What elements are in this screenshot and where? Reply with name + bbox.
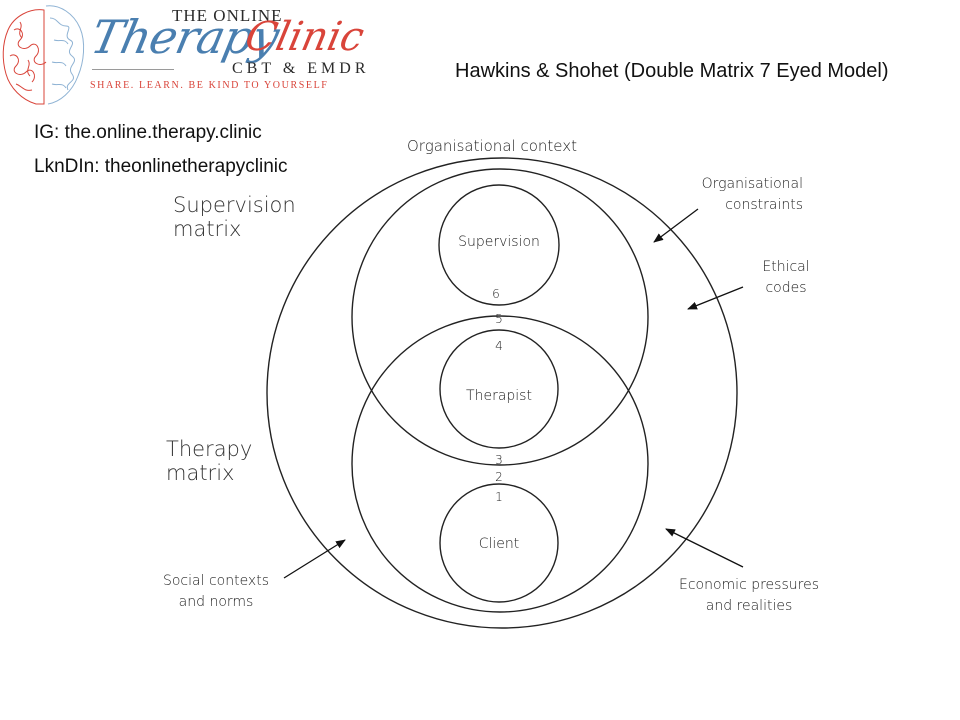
eye-3: 3	[495, 453, 503, 467]
client-circle-label: Client	[478, 536, 520, 552]
supervision-matrix-label: Supervision matrix	[173, 193, 296, 241]
therapist-circle	[439, 329, 559, 449]
arrow-social-contexts	[283, 539, 346, 579]
supervision-matrix-circle	[351, 168, 649, 466]
therapy-matrix-circle	[351, 315, 649, 613]
organisational-context-circle	[266, 157, 738, 629]
supervision-circle-label: Supervision	[458, 234, 540, 250]
supervision-matrix-line1: Supervision	[173, 193, 296, 217]
arrow-ethical-codes	[687, 286, 744, 310]
page-title: Hawkins & Shohet (Double Matrix 7 Eyed M…	[455, 60, 889, 82]
economic-label: Economic pressures and realities	[664, 575, 834, 617]
instagram-handle: IG: the.online.therapy.clinic	[34, 122, 262, 143]
ethical-codes-line1: Ethical	[762, 259, 810, 275]
logo: THE ONLINE Therapy Clinic CBT & EMDR SHA…	[0, 0, 380, 110]
supervision-matrix-line2: matrix	[173, 217, 242, 241]
eye-2: 2	[495, 470, 503, 484]
org-constraints-line1: Organisational	[701, 176, 803, 192]
logo-line1: THE ONLINE	[172, 6, 283, 25]
org-constraints-label: Organisational constraints	[660, 174, 803, 216]
arrow-org-constraints	[653, 208, 699, 243]
economic-line1: Economic pressures	[679, 577, 819, 593]
social-contexts-line2: and norms	[178, 594, 254, 610]
eye-6: 6	[492, 287, 500, 301]
eye-4: 4	[495, 339, 503, 353]
eye-1: 1	[495, 490, 503, 504]
therapy-matrix-label: Therapy matrix	[166, 437, 252, 485]
supervision-circle	[438, 184, 560, 306]
therapist-circle-label: Therapist	[466, 388, 532, 404]
therapy-matrix-line1: Therapy	[166, 437, 253, 461]
economic-line2: and realities	[705, 598, 793, 614]
arrow-economic	[665, 528, 744, 568]
client-circle	[439, 483, 559, 603]
linkedin-handle: LknDIn: theonlinetherapyclinic	[34, 156, 288, 177]
logo-subtitle: CBT & EMDR	[232, 60, 370, 77]
logo-tagline: SHARE. LEARN. BE KIND TO YOURSELF	[90, 80, 329, 91]
logo-divider	[92, 69, 174, 70]
therapy-matrix-line2: matrix	[166, 461, 235, 485]
brain-icon	[2, 5, 85, 105]
ethical-codes-line2: codes	[765, 280, 807, 296]
social-contexts-label: Social contexts and norms	[150, 571, 282, 613]
ethical-codes-label: Ethical codes	[748, 257, 824, 299]
org-constraints-line2: constraints	[725, 197, 803, 213]
organisational-context-label: Organisational context	[407, 137, 577, 155]
eye-5: 5	[495, 312, 503, 326]
social-contexts-line1: Social contexts	[162, 573, 270, 589]
